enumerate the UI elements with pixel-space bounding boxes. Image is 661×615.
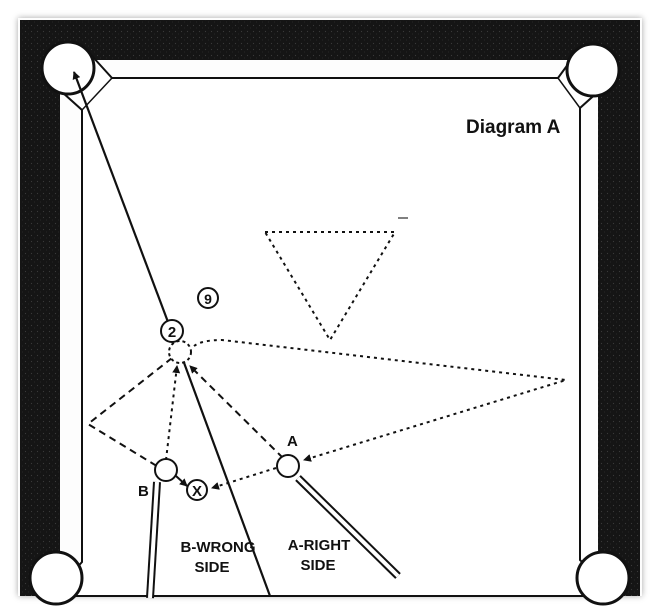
object-ball-path bbox=[72, 71, 170, 323]
ball-9: 9 bbox=[197, 287, 219, 309]
pockets bbox=[28, 40, 631, 606]
left-rail bbox=[20, 20, 60, 596]
top-rail bbox=[20, 20, 640, 60]
pocket-top-left bbox=[40, 40, 96, 96]
cue-stick-b bbox=[146, 481, 161, 599]
wrong-side-caption-line1: B-WRONG bbox=[181, 539, 256, 556]
diagram-title: Diagram A bbox=[466, 117, 561, 138]
pocket-top-right bbox=[565, 42, 621, 98]
position-a-label: A bbox=[287, 433, 298, 450]
ball-9-number: 9 bbox=[204, 291, 212, 307]
cue-aim-line bbox=[181, 359, 272, 597]
position-b-label: B bbox=[138, 483, 149, 500]
a-to-ghost-dashed bbox=[189, 365, 284, 459]
cue-ball-position-a bbox=[276, 454, 300, 478]
ball-2-number: 2 bbox=[168, 324, 176, 341]
x-target-letter: X bbox=[192, 483, 202, 500]
felt-inner-edge bbox=[81, 77, 581, 562]
ghost-cue-ball bbox=[168, 340, 192, 364]
right-side-caption-line2: SIDE bbox=[300, 557, 335, 574]
table-rails bbox=[20, 20, 640, 596]
cue-ball-position-b bbox=[154, 458, 178, 482]
wrong-side-caption-line2: SIDE bbox=[194, 559, 229, 576]
rack-triangle bbox=[263, 231, 397, 342]
b-to-x-connector bbox=[175, 475, 188, 487]
x-target: X bbox=[186, 479, 208, 501]
ball-2: 2 bbox=[160, 319, 184, 343]
pocket-bottom-right bbox=[575, 550, 631, 606]
cue-stick-a bbox=[295, 475, 401, 579]
right-rail bbox=[598, 20, 640, 596]
right-side-caption-line1: A-RIGHT bbox=[288, 537, 351, 554]
b-to-ghost-dotted bbox=[165, 365, 181, 461]
cue-ball-position-route bbox=[193, 338, 567, 462]
pocket-bottom-left bbox=[28, 550, 84, 606]
